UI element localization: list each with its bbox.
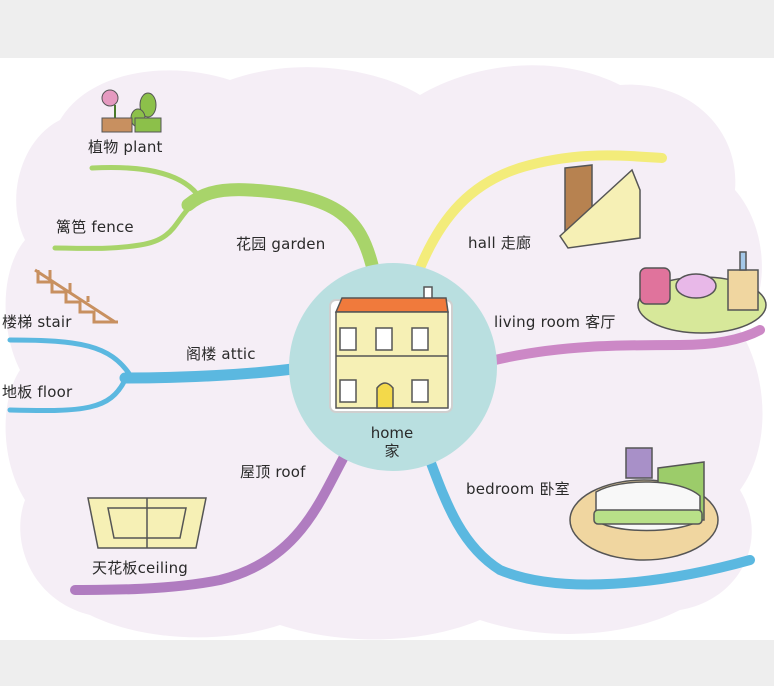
label-living-room: living room 客厅 xyxy=(494,313,616,331)
door-icon xyxy=(559,164,641,249)
plant-icon xyxy=(101,89,162,133)
branch-bedroom xyxy=(423,450,755,590)
label-ceiling: 天花板ceiling xyxy=(92,559,189,577)
branch-plant xyxy=(89,165,203,201)
branch-garden xyxy=(181,183,379,272)
branch-fence xyxy=(52,202,195,251)
center-label-zh: 家 xyxy=(384,442,400,460)
label-garden: 花园 garden xyxy=(236,235,326,253)
center-label: home 家 xyxy=(354,424,430,460)
branch-living-room xyxy=(490,325,765,365)
branch-attic xyxy=(119,362,306,384)
branch-hall xyxy=(415,150,667,273)
label-bedroom: bedroom 卧室 xyxy=(466,480,570,498)
center-label-en: home xyxy=(370,424,414,442)
branch-floor xyxy=(7,377,128,414)
label-floor: 地板 floor xyxy=(2,383,73,401)
stair-icon xyxy=(34,268,118,324)
label-attic: 阁楼 attic xyxy=(186,345,256,363)
living-room-icon xyxy=(637,251,767,334)
label-stair: 楼梯 stair xyxy=(2,313,72,331)
bed-icon xyxy=(569,447,719,561)
ceiling-icon xyxy=(87,497,207,549)
branch-stair xyxy=(7,337,133,378)
label-hall: hall 走廊 xyxy=(468,234,532,252)
label-fence: 篱笆 fence xyxy=(56,218,134,236)
label-plant: 植物 plant xyxy=(88,138,163,156)
house-icon xyxy=(329,286,453,413)
branch-roof xyxy=(70,450,350,595)
label-roof: 屋顶 roof xyxy=(240,463,306,481)
